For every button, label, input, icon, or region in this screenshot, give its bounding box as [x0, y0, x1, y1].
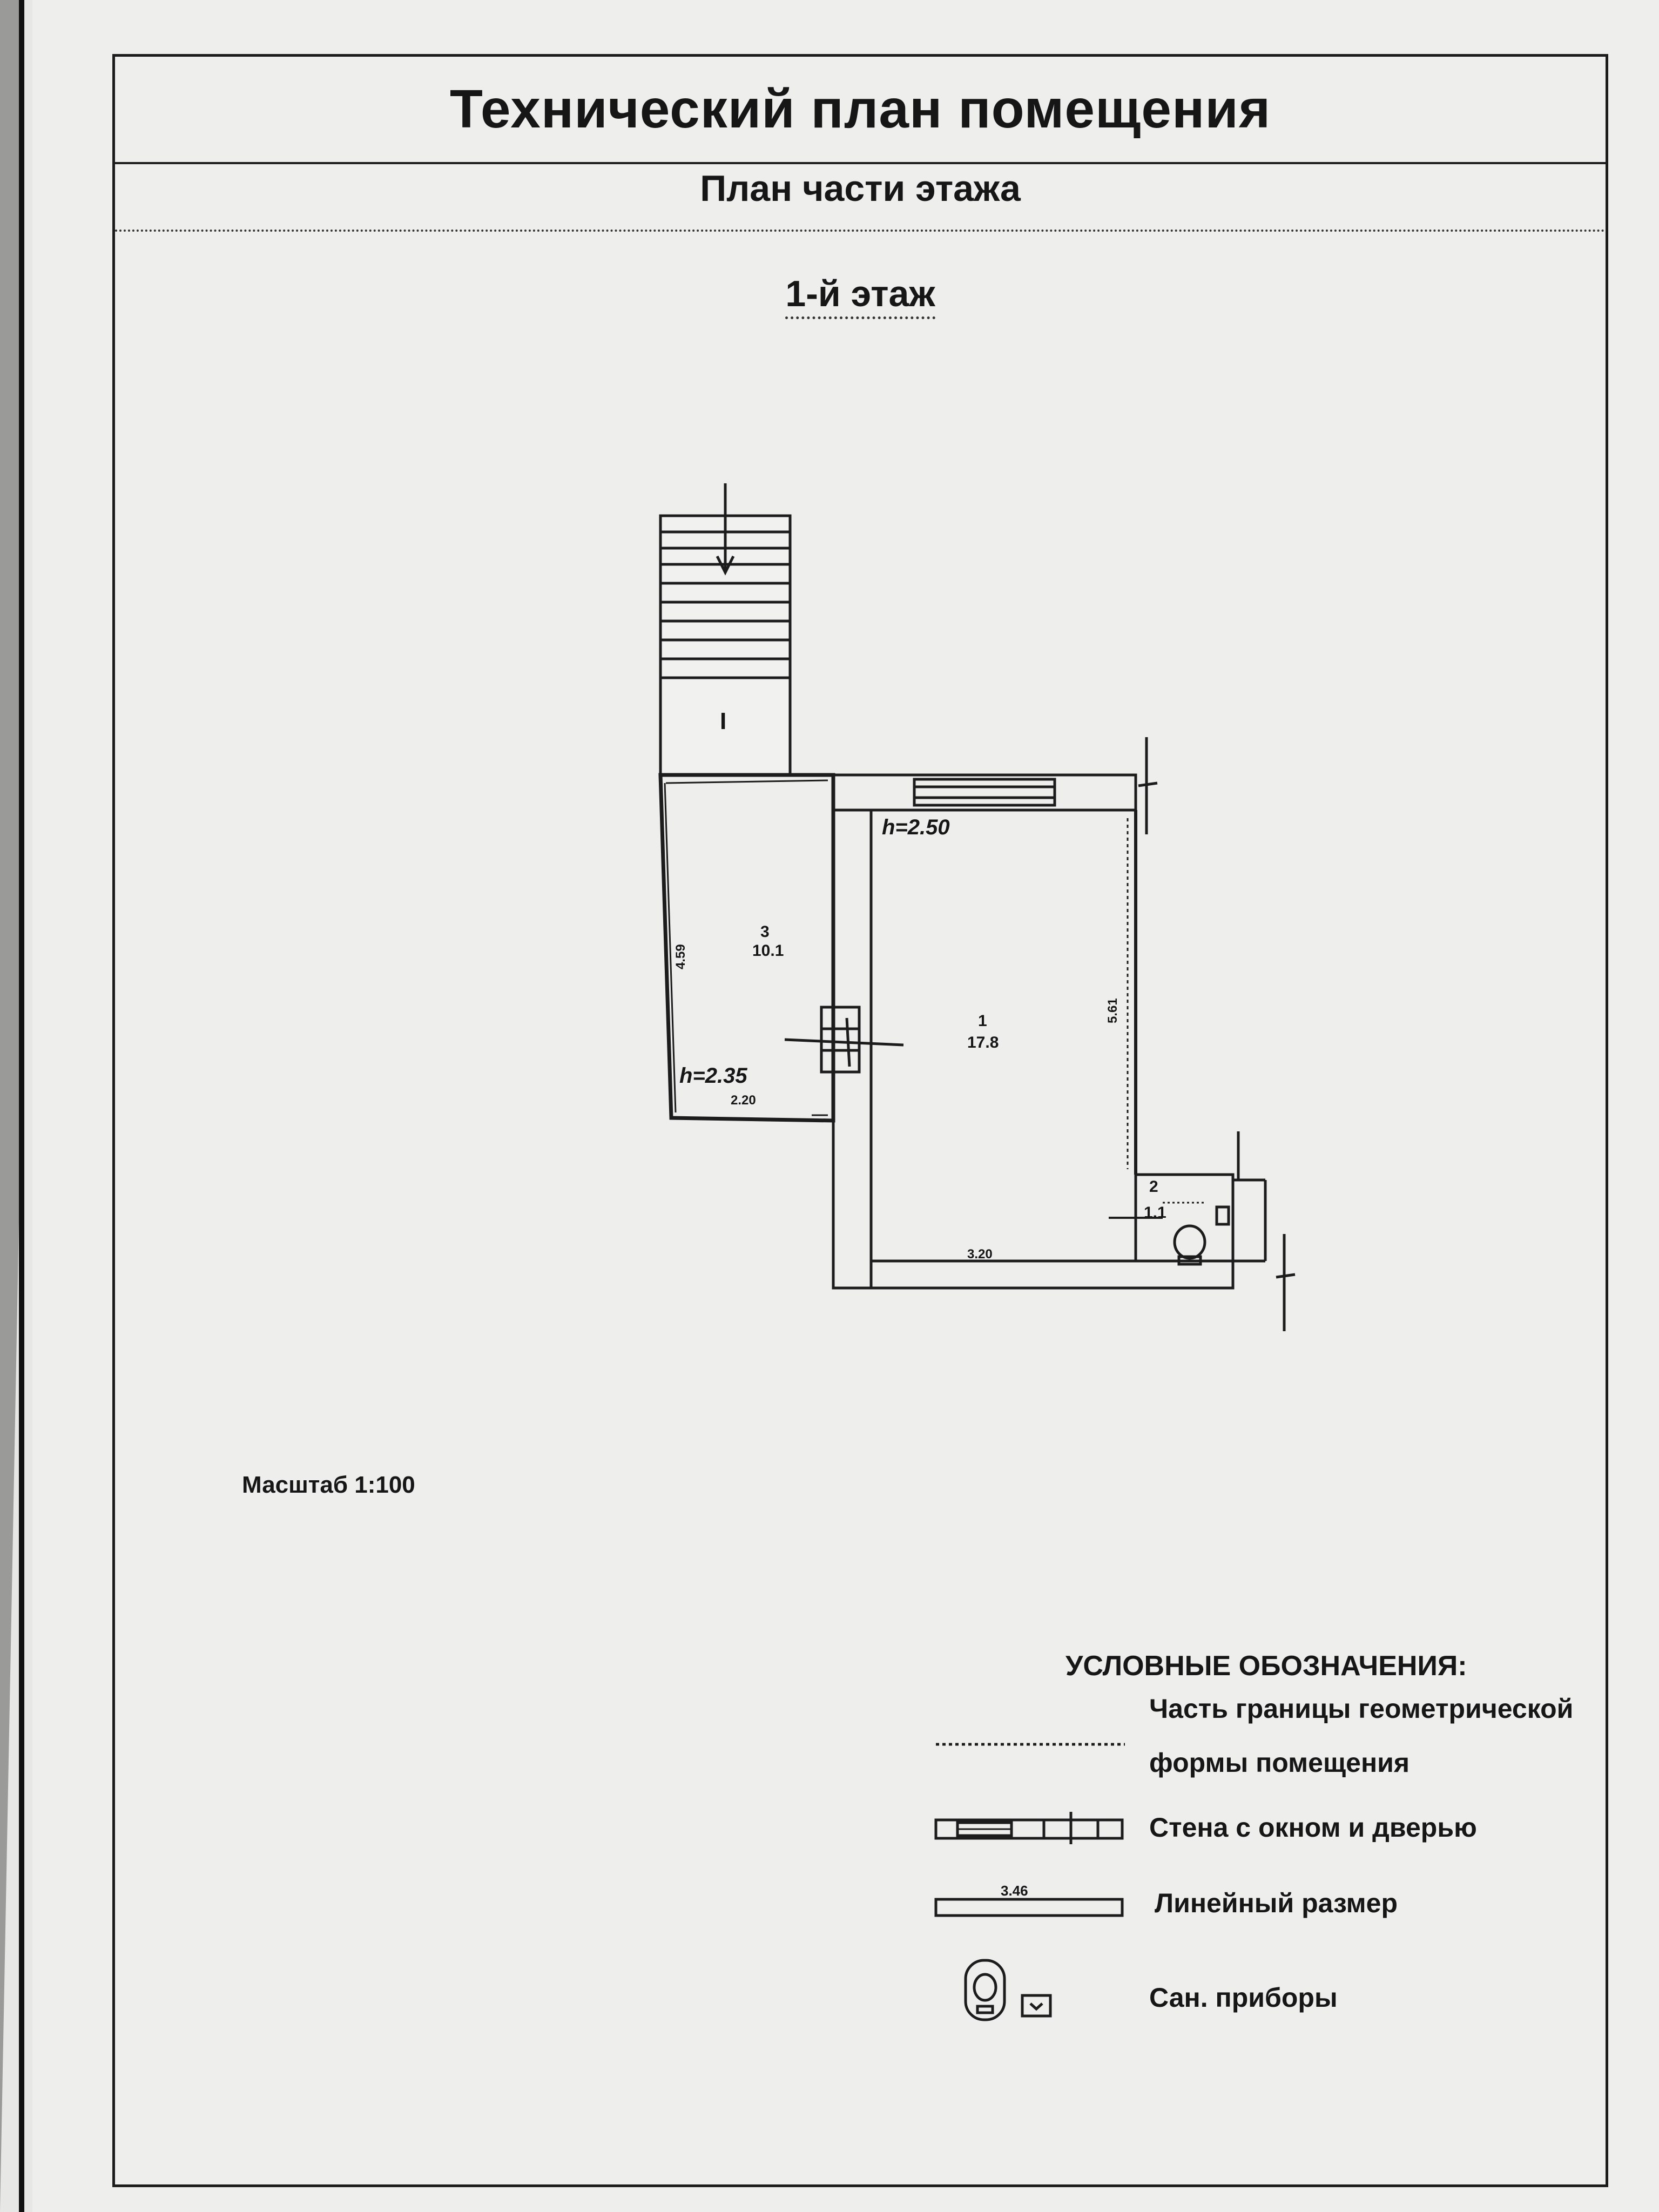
room-1-area: 17.8	[967, 1034, 999, 1051]
height-room-3: h=2.35	[679, 1064, 747, 1088]
plan-subtitle: План части этажа	[700, 168, 1021, 209]
partition-door	[820, 1006, 861, 1074]
stair-arrow-head	[716, 555, 735, 576]
legend-sanitary: Сан. приборы	[1149, 1982, 1338, 2013]
dim-room-1-width: 3.20	[967, 1247, 993, 1262]
scale-label: Масштаб 1:100	[242, 1472, 415, 1498]
room-3-number: 3	[760, 923, 770, 941]
toilet-symbol	[1173, 1224, 1206, 1260]
room-2-area: 1.1	[1144, 1204, 1166, 1222]
subtitle-divider	[115, 230, 1606, 232]
dim-room-3-width: 2.20	[731, 1093, 756, 1108]
page-edge	[0, 0, 24, 2212]
legend-wall-symbol	[934, 1818, 1124, 1840]
legend-boundary-line1: Часть границы геометрической	[1149, 1694, 1574, 1724]
drawing-frame: Технический план помещения План части эт…	[112, 54, 1608, 2187]
title-divider	[115, 162, 1606, 164]
dim-room-1-height: 5.61	[1105, 998, 1120, 1023]
floor-plan: I 3 10.1 1 17.8 2 1.1 h=2.50 h=2.35 2.20…	[658, 483, 1296, 1331]
room-2-number: 2	[1149, 1178, 1158, 1196]
stair-steps	[660, 530, 790, 679]
document-sheet: Технический план помещения План части эт…	[32, 0, 1659, 2212]
room-1-number: 1	[978, 1012, 987, 1030]
floor-label-text: 1-й этаж	[785, 273, 935, 319]
window-top	[913, 778, 1056, 807]
legend-boundary-line2: формы помещения	[1149, 1748, 1410, 1778]
legend-sink-symbol	[1021, 1994, 1052, 2018]
legend-wall: Стена с окном и дверью	[1149, 1812, 1477, 1843]
height-main: h=2.50	[882, 815, 950, 839]
stair-label: I	[720, 708, 726, 734]
legend-dimension: Линейный размер	[1155, 1888, 1398, 1918]
document-title: Технический план помещения	[449, 79, 1271, 139]
floor-label: 1-й этаж	[115, 273, 1606, 319]
legend-title: УСЛОВНЫЕ ОБОЗНАЧЕНИЯ:	[1065, 1650, 1467, 1682]
bottom-wall	[869, 1259, 1235, 1290]
legend-dimension-sample: 3.46	[1001, 1883, 1028, 1899]
dim-room-3-height: 4.59	[673, 944, 688, 969]
legend-dimension-symbol	[934, 1898, 1124, 1917]
room-3-area: 10.1	[752, 942, 784, 960]
sink-symbol	[1215, 1205, 1230, 1226]
legend-symbols: 3.46	[934, 1743, 1125, 2021]
legend-toilet-symbol	[964, 1959, 1006, 2021]
